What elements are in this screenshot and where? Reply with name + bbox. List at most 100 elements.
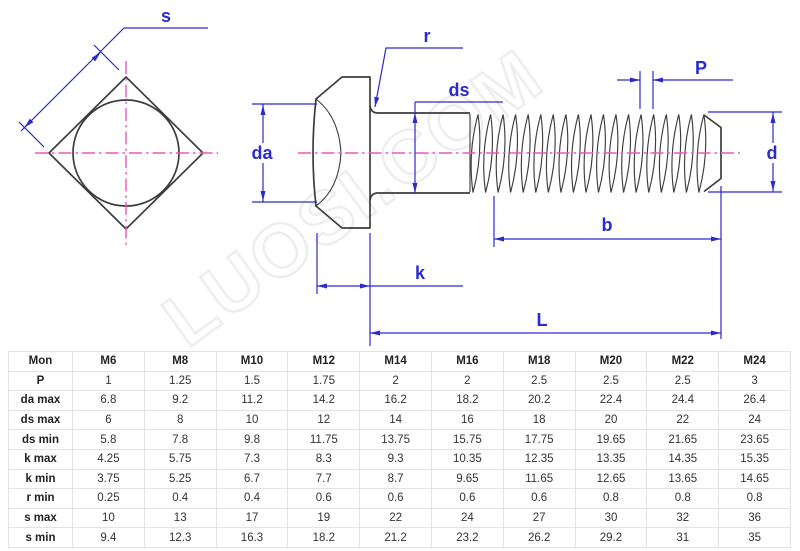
dimension-da: da [246, 103, 317, 203]
b-arrow-left [494, 236, 504, 242]
table-cell: 21.65 [646, 429, 720, 450]
column-header: M8 [143, 351, 217, 372]
shank-top-line [369, 105, 470, 114]
thread-lens [495, 114, 506, 193]
table-cell: 20.2 [502, 390, 576, 411]
table-cell: 18.2 [287, 527, 361, 548]
table-cell: 0.8 [646, 488, 720, 509]
table-cell: 24 [430, 507, 504, 529]
table-cell: 11.75 [287, 429, 361, 450]
table-cell: 5.8 [72, 429, 145, 450]
table-cell: 3.75 [72, 468, 145, 490]
da-arrow-top [260, 105, 266, 115]
table-cell: 2.5 [574, 370, 648, 392]
table-cell: 0.25 [72, 488, 145, 509]
table-cell: 17.75 [502, 429, 576, 450]
table-cell: 26.2 [502, 527, 576, 548]
table-cell: 20 [574, 409, 648, 431]
row-label: r min [8, 488, 73, 509]
table-cell: 36 [718, 507, 791, 529]
table-cell: 0.6 [430, 488, 504, 509]
dimension-r: r [374, 26, 463, 108]
table-cell: 22 [646, 409, 720, 431]
row-label: ds max [8, 409, 73, 431]
p-label: P [695, 58, 707, 78]
dimension-L: L [370, 186, 722, 339]
table-cell: 9.4 [72, 527, 145, 548]
b-label: b [602, 215, 613, 235]
da-label: da [251, 143, 273, 163]
table-cell: 13.75 [359, 429, 432, 450]
table-cell: 24 [718, 409, 791, 431]
table-cell: 1.5 [215, 370, 289, 392]
row-label: s max [8, 507, 73, 529]
shank-bottom-line [369, 192, 470, 201]
table-cell: 16.3 [215, 527, 289, 548]
table-cell: 10 [72, 507, 145, 529]
s-arrow-lower [24, 118, 34, 128]
table-cell: 9.8 [215, 429, 289, 450]
table-cell: 31 [646, 527, 720, 548]
table-cell: 19 [287, 507, 361, 529]
thread-lens [683, 114, 694, 193]
table-cell: 2 [359, 370, 432, 392]
table-cell: 0.6 [359, 488, 432, 509]
table-cell: 30 [574, 507, 648, 529]
table-cell: 9.2 [143, 390, 217, 411]
column-header: M10 [215, 351, 289, 372]
table-cell: 13.65 [646, 468, 720, 490]
table-cell: 32 [646, 507, 720, 529]
r-label: r [423, 26, 430, 46]
table-cell: 16.2 [359, 390, 432, 411]
l-label: L [537, 310, 548, 330]
r-leader [374, 47, 463, 108]
table-cell: 1.75 [287, 370, 361, 392]
dimension-s: s [18, 6, 208, 148]
ds-arrow-top [412, 113, 418, 123]
table-cell: 2 [430, 370, 504, 392]
table-cell: 2.5 [502, 370, 576, 392]
table-cell: 0.8 [718, 488, 791, 509]
table-cell: 15.35 [718, 448, 791, 470]
table-cell: 23.2 [430, 527, 504, 548]
s-dim-line [20, 27, 125, 132]
table-cell: 1 [72, 370, 145, 392]
row-label: s min [8, 527, 73, 548]
table-cell: 2.5 [646, 370, 720, 392]
table-cell: 0.6 [502, 488, 576, 509]
table-cell: 11.2 [215, 390, 289, 411]
table-cell: 14 [359, 409, 432, 431]
table-cell: 7.3 [215, 448, 289, 470]
k-arrow-left [317, 283, 327, 289]
table-cell: 22.4 [574, 390, 648, 411]
table-cell: 1.25 [143, 370, 217, 392]
table-cell: 18 [502, 409, 576, 431]
centerlines [35, 61, 740, 247]
row-label: ds min [8, 429, 73, 450]
column-header: M12 [287, 351, 361, 372]
table-cell: 14.2 [287, 390, 361, 411]
table-cell: 17 [215, 507, 289, 529]
thread-lens [520, 114, 531, 193]
table-cell: 5.25 [143, 468, 217, 490]
table-cell: 26.4 [718, 390, 791, 411]
table-cell: 8.3 [287, 448, 361, 470]
table-cell: 15.75 [430, 429, 504, 450]
column-header: M20 [574, 351, 648, 372]
table-cell: 10.35 [430, 448, 504, 470]
b-arrow-right [711, 236, 721, 242]
column-header: M24 [718, 351, 791, 372]
d-label-bg [763, 143, 782, 163]
dimension-d: d [708, 111, 782, 193]
thread-lens [658, 114, 669, 193]
table-cell: 23.65 [718, 429, 791, 450]
l-arrow-left [370, 330, 380, 336]
